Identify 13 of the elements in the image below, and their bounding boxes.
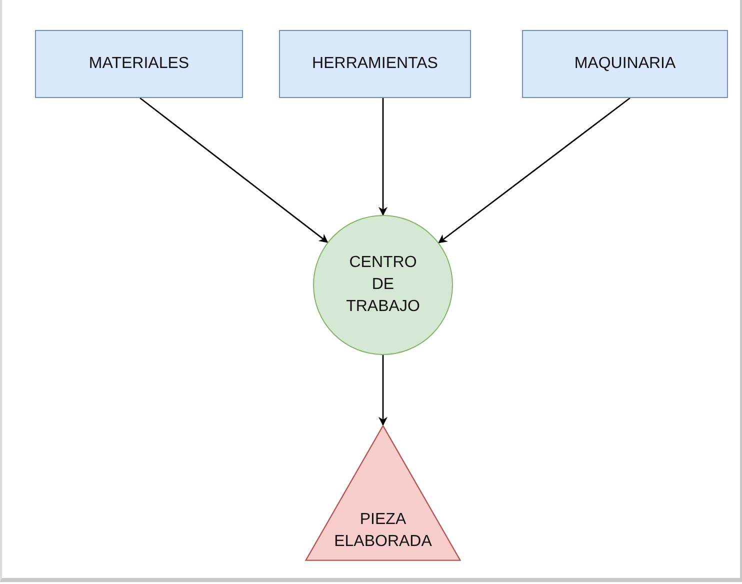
node-label: HERRAMIENTAS [312, 54, 438, 74]
process-box [522, 30, 728, 98]
node-label: CENTRO DE TRABAJO [345, 253, 421, 317]
arrow [438, 97, 630, 244]
process-box [279, 30, 471, 98]
node-label: MAQUINARIA [574, 54, 676, 74]
arrow [378, 355, 388, 426]
arrow [140, 97, 328, 243]
arrow [378, 98, 388, 216]
process-box [35, 30, 243, 98]
node-label: PIEZA ELABORADA [334, 510, 432, 552]
output-triangle [305, 425, 461, 561]
node-label: MATERIALES [88, 54, 190, 74]
